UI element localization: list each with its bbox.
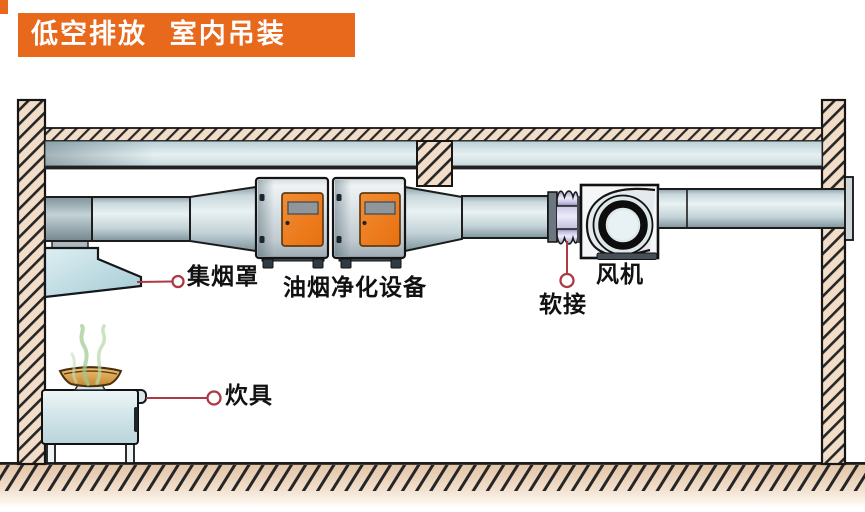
- unit1-hinge-top: [259, 194, 265, 201]
- flex-corrugation-top: [556, 190, 579, 207]
- stove-leg-right: [125, 443, 135, 464]
- label-purifier: 油烟净化设备: [283, 275, 427, 301]
- bulkhead-shade: [45, 141, 155, 166]
- unit1-door-handle: [285, 220, 290, 226]
- right-wall: [820, 98, 847, 466]
- duct-segment-c: [461, 195, 549, 239]
- duct-end-flange: [547, 191, 558, 243]
- hood-leader-dot: [171, 274, 185, 289]
- wall-flange: [844, 176, 854, 241]
- flexible-connector: [556, 190, 583, 245]
- unit1-door-window: [287, 201, 319, 215]
- purifier-unit-2: [331, 176, 407, 269]
- unit2-access-door: [359, 192, 401, 247]
- label-fan: 风机: [596, 262, 644, 288]
- fan-unit: [579, 183, 660, 260]
- purifier-unit-1: [254, 176, 330, 269]
- duct-segment-a: [44, 196, 93, 242]
- label-hood: 集烟罩: [187, 264, 259, 290]
- unit1-access-door: [281, 192, 324, 247]
- page-title: 低空排放 室内吊装: [31, 19, 286, 50]
- wok: [58, 366, 123, 388]
- mid-duct-run: [404, 185, 558, 253]
- ground: [0, 462, 865, 508]
- outlet-cone: [404, 185, 463, 253]
- floor-hatch: [0, 465, 865, 491]
- duct-segment-b: [91, 196, 191, 242]
- unit2-foot-left: [340, 258, 352, 269]
- fan-base: [596, 252, 658, 260]
- fan-inlet-ring: [598, 200, 648, 250]
- hood-leader-line: [136, 280, 173, 283]
- ceiling-beam: [416, 140, 453, 187]
- stove-handle: [134, 407, 138, 432]
- left-wall: [16, 98, 47, 466]
- label-flex-joint: 软接: [539, 292, 587, 318]
- ceiling-slab: [44, 127, 823, 142]
- discharge-duct-run: [657, 176, 854, 241]
- inlet-cone: [189, 185, 257, 253]
- unit2-foot-right: [390, 258, 402, 269]
- unit1-foot-right: [312, 258, 324, 269]
- unit2-door-handle: [362, 220, 367, 226]
- unit1-side-shade: [258, 180, 274, 256]
- fan-inlet-center: [608, 210, 638, 240]
- hood-body: [43, 246, 143, 299]
- floor-line: [0, 462, 865, 465]
- unit2-hinge-bottom: [336, 236, 342, 243]
- label-cookware: 炊具: [225, 383, 273, 409]
- leaders: [136, 241, 575, 406]
- stove-leg-left: [46, 443, 56, 464]
- flex-leader-dot: [559, 272, 575, 289]
- unit2-hinge-top: [336, 194, 342, 201]
- steam: [70, 324, 107, 386]
- cookware-leader-dot: [206, 390, 222, 406]
- unit1-foot-left: [262, 258, 274, 269]
- exhaust-hood: [43, 240, 143, 299]
- unit2-door-window: [364, 201, 396, 215]
- unit1-hinge-bottom: [259, 236, 265, 243]
- wok-rim-line: [63, 370, 118, 375]
- unit2-side-shade: [335, 180, 351, 256]
- stove-body: [41, 389, 139, 445]
- cooking-station: [41, 324, 147, 464]
- inlet-duct-run: [44, 185, 257, 253]
- title-banner: 低空排放 室内吊装: [18, 13, 355, 57]
- corner-accent: [0, 0, 8, 14]
